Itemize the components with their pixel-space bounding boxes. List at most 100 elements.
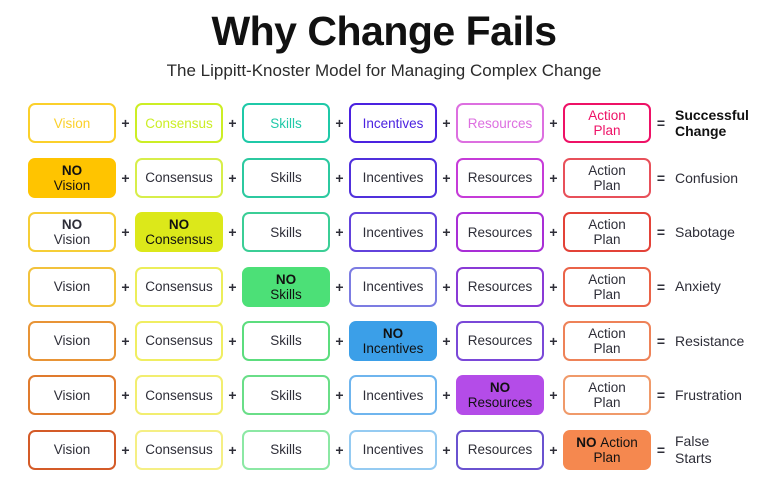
cell-label: Resources	[467, 442, 533, 458]
equals-operator: =	[656, 333, 666, 350]
cell-label: Incentives	[362, 387, 424, 403]
no-prefix: NO	[576, 434, 601, 450]
plus-operator: +	[335, 387, 344, 404]
plus-operator: +	[549, 387, 558, 404]
cell-resources[interactable]: Resources	[456, 212, 544, 253]
cell-label: Consensus	[145, 115, 213, 131]
cell-label: Consensus	[145, 387, 213, 403]
plus-operator: +	[121, 387, 130, 404]
row-false-starts: Vision+Consensus+Skills+Incentives+Resou…	[28, 423, 742, 477]
cell-label: Vision	[53, 279, 91, 295]
cell-skills[interactable]: Skills	[242, 429, 330, 470]
cell-label: Consensus	[145, 442, 213, 458]
cell-label: Resources	[467, 224, 533, 240]
cell-vision[interactable]: Vision	[28, 266, 116, 307]
cell-skills[interactable]: Skills	[242, 321, 330, 362]
cell-label: Incentives	[362, 224, 424, 240]
no-prefix: NO	[61, 217, 83, 233]
cell-label: Consensus	[145, 279, 213, 295]
no-prefix: NO	[168, 217, 190, 233]
page-subtitle: The Lippitt-Knoster Model for Managing C…	[166, 60, 602, 80]
no-prefix: NO	[382, 325, 404, 341]
cell-incentives[interactable]: Incentives	[349, 375, 437, 416]
plus-operator: +	[442, 387, 451, 404]
cell-consensus[interactable]: Consensus	[135, 321, 223, 362]
cell-label: Vision	[53, 387, 91, 403]
cell-incentives[interactable]: Incentives	[349, 212, 437, 253]
cell-resources[interactable]: Resources	[456, 429, 544, 470]
cell-skills[interactable]: Skills	[242, 157, 330, 198]
plus-operator: +	[335, 115, 344, 132]
plus-operator: +	[335, 441, 344, 458]
cell-consensus[interactable]: Consensus	[135, 429, 223, 470]
cell-incentives[interactable]: Incentives	[349, 157, 437, 198]
plus-operator: +	[335, 169, 344, 186]
cell-consensus[interactable]: Consensus	[135, 266, 223, 307]
plus-operator: +	[228, 278, 237, 295]
row-outcome-label: Anxiety	[675, 278, 721, 295]
cell-label: Resources	[467, 333, 533, 349]
cell-resources[interactable]: Resources	[456, 266, 544, 307]
cell-label: Consensus	[145, 170, 213, 186]
cell-resources[interactable]: Resources	[456, 321, 544, 362]
plus-operator: +	[549, 278, 558, 295]
cell-consensus[interactable]: Consensus	[135, 375, 223, 416]
cell-vision[interactable]: Vision	[28, 103, 116, 144]
plus-operator: +	[442, 278, 451, 295]
cell-vision[interactable]: Vision	[28, 375, 116, 416]
header: Why Change Fails The Lippitt-Knoster Mod…	[0, 0, 768, 81]
cell-consensus[interactable]: Consensus	[135, 157, 223, 198]
row-outcome-label: Successful Change	[675, 106, 749, 140]
cell-label: Resources	[467, 170, 533, 186]
cell-resources[interactable]: Resources	[456, 103, 544, 144]
plus-operator: +	[228, 333, 237, 350]
row-outcome-label: False Starts	[675, 433, 712, 466]
equals-operator: =	[656, 278, 666, 295]
cell-skills[interactable]: Skills	[242, 103, 330, 144]
cell-label: Consensus	[145, 333, 213, 349]
equals-operator: =	[656, 115, 666, 132]
plus-operator: +	[335, 224, 344, 241]
cell-vision[interactable]: Vision	[28, 321, 116, 362]
cell-incentives[interactable]: Incentives	[349, 266, 437, 307]
plus-operator: +	[121, 278, 130, 295]
cell-label: Resources	[467, 279, 533, 295]
cell-resources[interactable]: Resources	[456, 157, 544, 198]
plus-operator: +	[549, 333, 558, 350]
plus-operator: +	[228, 115, 237, 132]
plus-operator: +	[121, 115, 130, 132]
plus-operator: +	[121, 169, 130, 186]
plus-operator: +	[335, 333, 344, 350]
plus-operator: +	[121, 333, 130, 350]
cell-incentives[interactable]: Incentives	[349, 429, 437, 470]
cell-consensus[interactable]: Consensus	[135, 103, 223, 144]
cell-label: Incentives	[362, 442, 424, 458]
cell-label: Skills	[270, 442, 302, 458]
no-prefix: NO	[61, 162, 83, 178]
plus-operator: +	[121, 224, 130, 241]
cell-incentives[interactable]: Incentives	[349, 103, 437, 144]
cell-skills[interactable]: Skills	[242, 212, 330, 253]
cell-skills[interactable]: Skills	[242, 375, 330, 416]
cell-vision[interactable]: Vision	[28, 429, 116, 470]
change-formula-matrix: Vision + Consensus + Skills + Incentives + Resou…	[0, 96, 768, 477]
